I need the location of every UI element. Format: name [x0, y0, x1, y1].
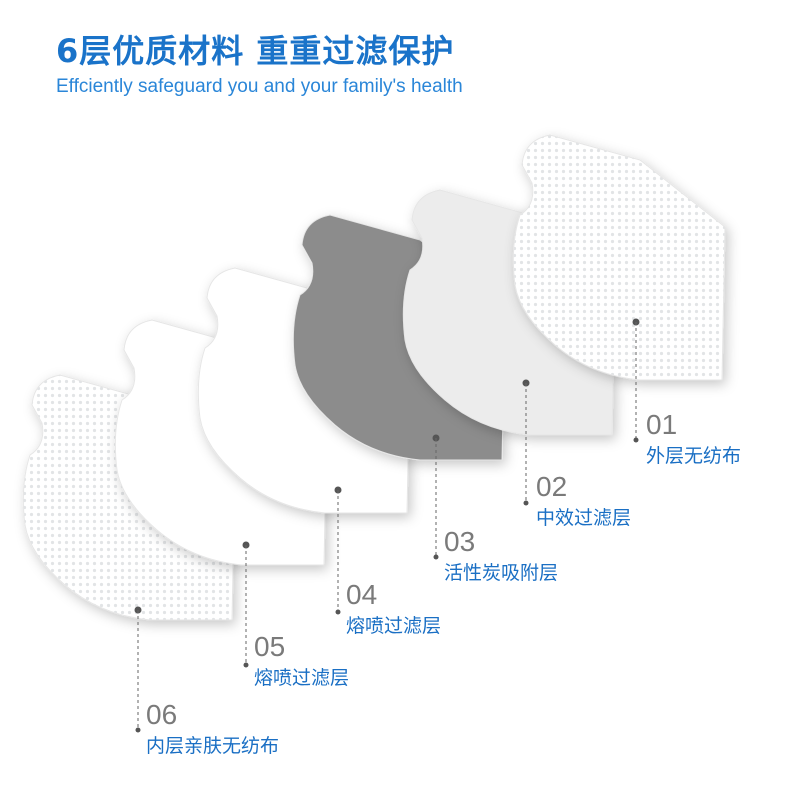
- layer-04-number: 04: [346, 579, 378, 610]
- layer-01-number: 01: [646, 409, 678, 440]
- layer-02-number: 02: [536, 471, 568, 502]
- layer-01-label: 01 外层无纺布: [646, 410, 741, 468]
- layer-02-leader-end: [523, 500, 529, 506]
- layer-03-leader-end: [433, 554, 439, 560]
- layer-01-leader-end: [633, 437, 639, 443]
- layer-03-name: 活性炭吸附层: [444, 562, 559, 584]
- layer-05-name: 熔喷过滤层: [254, 667, 350, 689]
- layer-03-label: 03 活性炭吸附层: [444, 527, 558, 585]
- page-subtitle: Effciently safeguard you and your family…: [56, 76, 463, 97]
- layer-04-name: 熔喷过滤层: [346, 615, 442, 637]
- layer-06-label: 06 内层亲肤无纺布: [146, 700, 279, 758]
- layer-05-label: 05 熔喷过滤层: [254, 632, 349, 690]
- layer-06-number: 06: [146, 699, 178, 730]
- layer-04-label: 04 熔喷过滤层: [346, 580, 441, 638]
- layer-05-number: 05: [254, 631, 286, 662]
- layer-01-name: 外层无纺布: [646, 445, 742, 467]
- layer-01-sheet: [512, 134, 726, 381]
- layer-02-label: 02 中效过滤层: [536, 472, 631, 530]
- layer-05-leader-end: [243, 662, 249, 668]
- layer-06-leader-end: [135, 727, 141, 733]
- layer-03-number: 03: [444, 526, 476, 557]
- layer-02-name: 中效过滤层: [536, 507, 632, 529]
- page-title: 6层优质材料 重重过滤保护: [56, 32, 455, 70]
- layer-06-name: 内层亲肤无纺布: [146, 735, 280, 757]
- layer-04-leader-end: [335, 609, 341, 615]
